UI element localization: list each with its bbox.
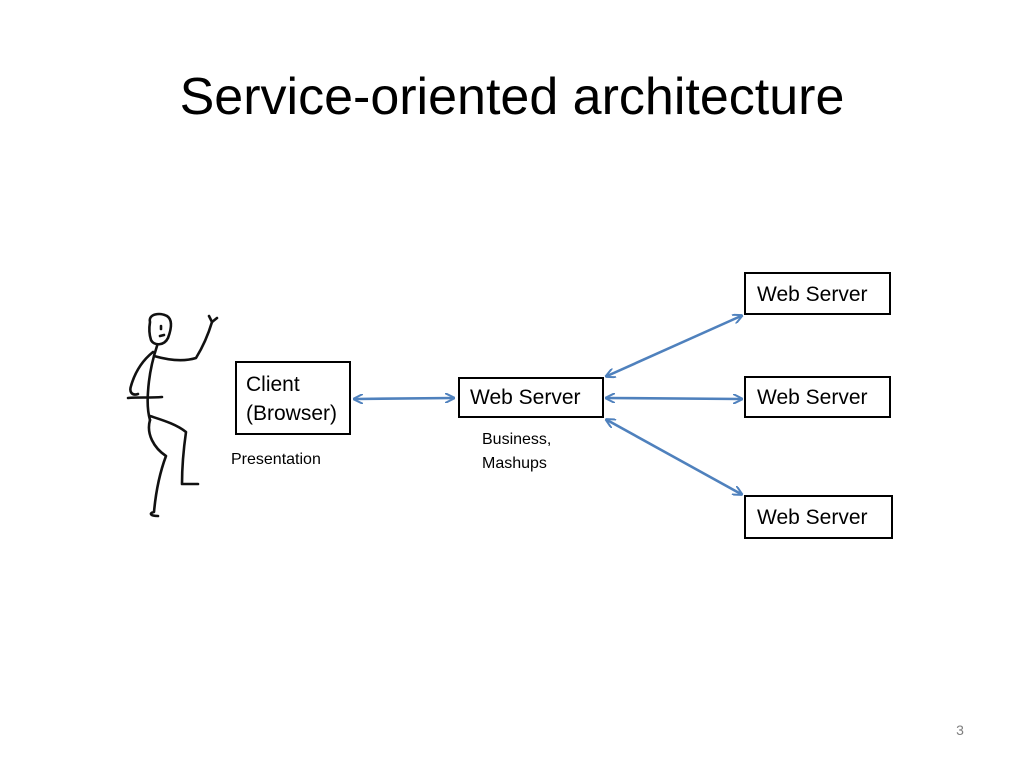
slide-title: Service-oriented architecture: [179, 68, 845, 126]
connector-server-middle: [607, 398, 741, 399]
connector-server-bottom: [607, 420, 741, 494]
presentation-caption: Presentation: [231, 451, 321, 468]
backend-web-server-top-box: Web Server: [744, 272, 891, 315]
business-mashups-caption: Business, Mashups: [482, 431, 552, 472]
connector-client-server: [355, 398, 453, 399]
central-web-server-box: Web Server: [458, 377, 604, 418]
backend-web-server-middle-label: Web Server: [757, 386, 868, 409]
client-browser-label: Client (Browser): [246, 373, 338, 425]
backend-web-server-bottom-box: Web Server: [744, 495, 893, 539]
stick-figure-user: [126, 312, 219, 518]
backend-web-server-top-label: Web Server: [757, 283, 868, 306]
backend-web-server-middle-box: Web Server: [744, 376, 891, 418]
client-browser-box: Client (Browser): [235, 361, 351, 435]
backend-web-server-bottom-label: Web Server: [757, 506, 868, 529]
connector-server-top: [607, 316, 741, 376]
page-number: 3: [956, 722, 964, 738]
central-web-server-label: Web Server: [470, 386, 581, 409]
